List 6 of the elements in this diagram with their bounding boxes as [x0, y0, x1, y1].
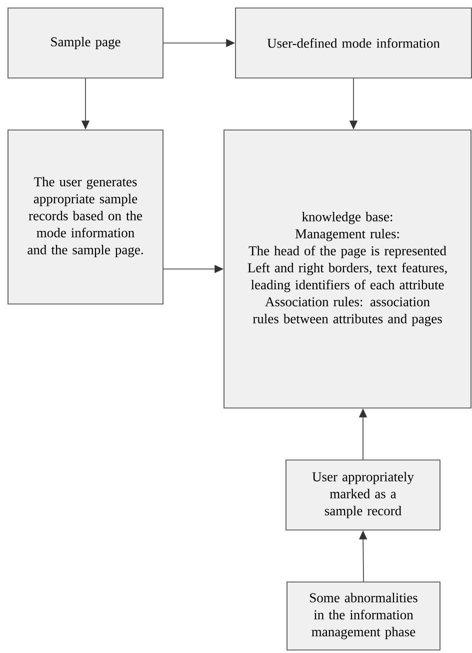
process-box: Some abnormalities in the information management phase	[286, 582, 440, 650]
process-box: Sample page	[8, 8, 164, 78]
process-box: The user generates appropriate sample records based on the mode information and the sample page.	[8, 130, 164, 304]
process-box: User appropriately marked as a sample record	[286, 460, 440, 530]
process-box: User-defined mode information	[235, 8, 472, 78]
process-box: knowledge base: Management rules: The head of the page is represented Left and right borders, text features, leading identifiers of each attribute Association rules: association rules between attributes and pages	[224, 130, 472, 408]
